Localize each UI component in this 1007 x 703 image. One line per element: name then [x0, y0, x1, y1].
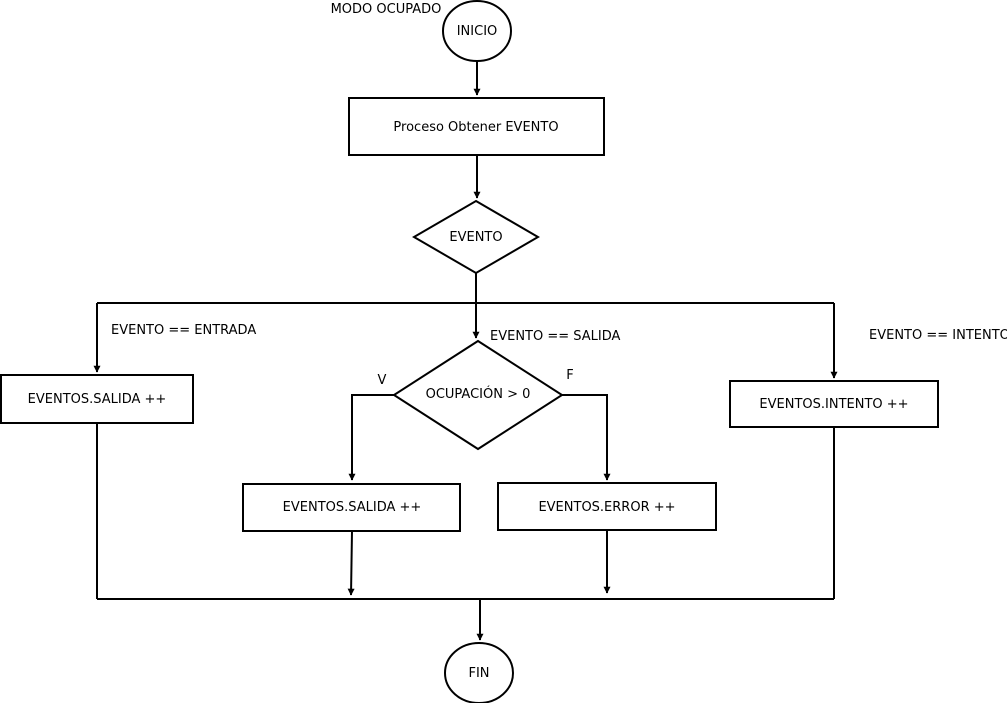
occupancy-decision-node: OCUPACIÓN > 0 — [392, 339, 564, 451]
end-node-shape — [444, 642, 514, 703]
true-action-node: EVENTOS.SALIDA ++ — [242, 483, 461, 532]
false-action-node-shape — [497, 482, 717, 531]
left-action-node: EVENTOS.SALIDA ++ — [0, 374, 194, 424]
attempt-case-label: EVENTO == INTENTO — [869, 328, 1007, 343]
entry-case-label: EVENTO == ENTRADA — [111, 323, 256, 338]
false-action-node: EVENTOS.ERROR ++ — [497, 482, 717, 531]
edge-false-branch — [562, 394, 611, 481]
event-decision-node: EVENTO — [412, 199, 540, 275]
diagram-title: MODO OCUPADO — [331, 2, 442, 17]
false-branch-label: F — [566, 368, 573, 383]
occupancy-decision-node-label: OCUPACIÓN > 0 — [426, 386, 531, 402]
true-branch-label: V — [378, 373, 387, 388]
end-node-label: FIN — [468, 666, 489, 681]
start-node: INICIO — [442, 0, 512, 62]
right-action-node: EVENTOS.INTENTO ++ — [729, 380, 939, 428]
event-decision-node-label: EVENTO — [449, 230, 502, 245]
occupancy-decision-node-shape — [392, 339, 564, 451]
get-event-node: Proceso Obtener EVENTO — [348, 97, 605, 156]
edge-true-action-to-merge — [347, 530, 355, 596]
edge-true-branch — [348, 394, 394, 481]
get-event-node-shape — [348, 97, 605, 156]
left-action-node-label: EVENTOS.SALIDA ++ — [28, 392, 167, 407]
right-action-node-shape — [729, 380, 939, 428]
true-action-node-shape — [242, 483, 461, 532]
true-action-node-label: EVENTOS.SALIDA ++ — [283, 500, 422, 515]
exit-case-label: EVENTO == SALIDA — [490, 329, 621, 344]
false-action-node-label: EVENTOS.ERROR ++ — [538, 500, 675, 515]
get-event-node-label: Proceso Obtener EVENTO — [393, 120, 558, 135]
right-action-node-label: EVENTOS.INTENTO ++ — [759, 397, 908, 412]
start-node-label: INICIO — [457, 24, 498, 39]
end-node: FIN — [444, 642, 514, 703]
left-action-node-shape — [0, 374, 194, 424]
